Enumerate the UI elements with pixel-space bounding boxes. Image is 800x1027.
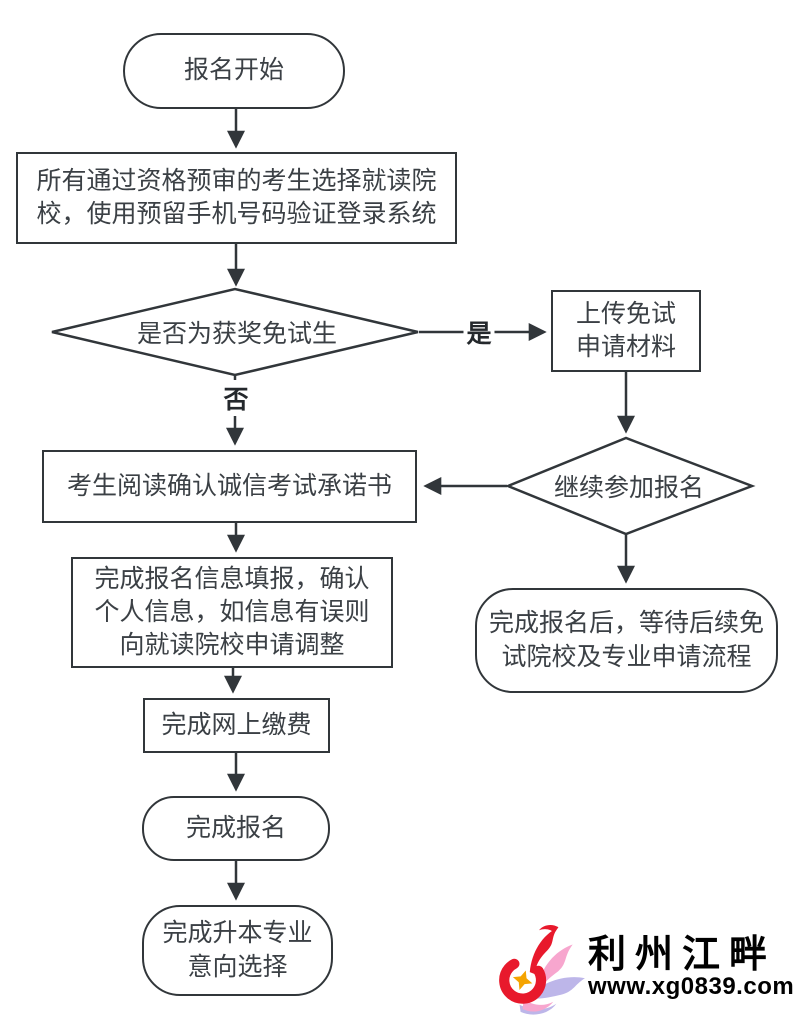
node-upload-line2: 申请材料 (575, 333, 676, 361)
node-login-line1: 所有通过资格预审的考生选择就读院 (36, 166, 437, 195)
node-promise-label: 考生阅读确认诚信考试承诺书 (66, 471, 392, 500)
node-exempt-wait: 完成报名后，等待后续免 试院校及专业申请流程 (475, 588, 778, 693)
node-login: 所有通过资格预审的考生选择就读院 校，使用预留手机号码验证登录系统 (16, 152, 457, 244)
node-fill-info-line2: 个人信息，如信息有误则 (94, 597, 370, 626)
node-finish-label: 完成报名 (185, 813, 286, 842)
node-upload-materials: 上传免试 申请材料 (551, 290, 701, 372)
decision-exempt-label: 是否为获奖免试生 (136, 320, 338, 348)
node-exempt-wait-line2: 试院校及专业申请流程 (501, 642, 752, 671)
site-watermark: 利州江畔 www.xg0839.com (488, 918, 794, 1018)
site-name: 利州江畔 (588, 933, 777, 976)
phoenix-logo-icon (499, 924, 585, 1015)
node-pay: 完成网上缴费 (143, 698, 330, 753)
node-start-label: 报名开始 (183, 56, 284, 85)
edge-label-yes: 是 (463, 314, 495, 350)
node-pay-label: 完成网上缴费 (161, 710, 312, 739)
node-login-line2: 校，使用预留手机号码验证登录系统 (36, 200, 437, 228)
node-major-intent-line2: 意向选择 (187, 952, 288, 981)
node-major-intent: 完成升本专业 意向选择 (142, 905, 333, 996)
node-major-intent-line1: 完成升本专业 (162, 919, 313, 948)
decision-continue-label: 继续参加报名 (553, 474, 705, 502)
node-fill-info-line1: 完成报名信息填报，确认 (94, 564, 370, 593)
node-start: 报名开始 (123, 33, 345, 109)
node-upload-line1: 上传免试 (575, 299, 676, 328)
site-url: www.xg0839.com (588, 972, 795, 1000)
edge-label-no: 否 (220, 380, 252, 416)
decision-continue-shape (504, 436, 756, 536)
node-fill-info-line3: 向就读院校申请调整 (119, 631, 345, 660)
node-promise: 考生阅读确认诚信考试承诺书 (42, 450, 417, 523)
decision-exempt-shape (51, 287, 419, 377)
node-finish: 完成报名 (142, 796, 330, 861)
node-exempt-wait-line1: 完成报名后，等待后续免 (488, 609, 764, 638)
node-fill-info: 完成报名信息填报，确认 个人信息，如信息有误则 向就读院校申请调整 (71, 557, 393, 668)
